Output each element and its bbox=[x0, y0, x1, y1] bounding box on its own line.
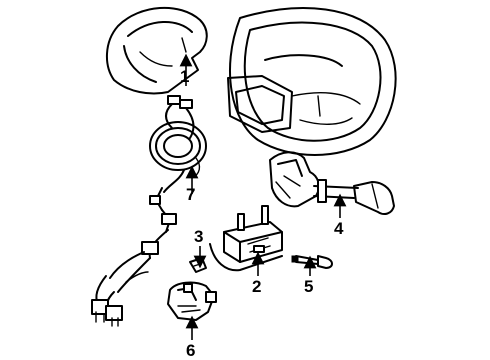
callout-2: 2 bbox=[252, 277, 261, 296]
callout-3: 3 bbox=[194, 227, 203, 246]
ignition-switch-part bbox=[167, 281, 217, 321]
multifunction-switch-part bbox=[269, 151, 395, 215]
callout-6: 6 bbox=[186, 341, 195, 360]
callout-leaders bbox=[179, 53, 347, 340]
steering-wheel bbox=[227, 7, 397, 156]
key-cylinder-pin-part bbox=[291, 255, 333, 269]
callout-4: 4 bbox=[334, 219, 344, 238]
lock-housing-part bbox=[209, 205, 283, 272]
callout-1: 1 bbox=[180, 67, 189, 86]
column-shroud-part bbox=[106, 7, 208, 95]
callout-7: 7 bbox=[186, 185, 195, 204]
clock-spring-harness-part bbox=[91, 95, 207, 327]
small-bulb-part bbox=[189, 257, 207, 273]
callout-labels: 1 7 3 4 2 5 6 bbox=[180, 67, 344, 360]
callout-5: 5 bbox=[304, 277, 313, 296]
